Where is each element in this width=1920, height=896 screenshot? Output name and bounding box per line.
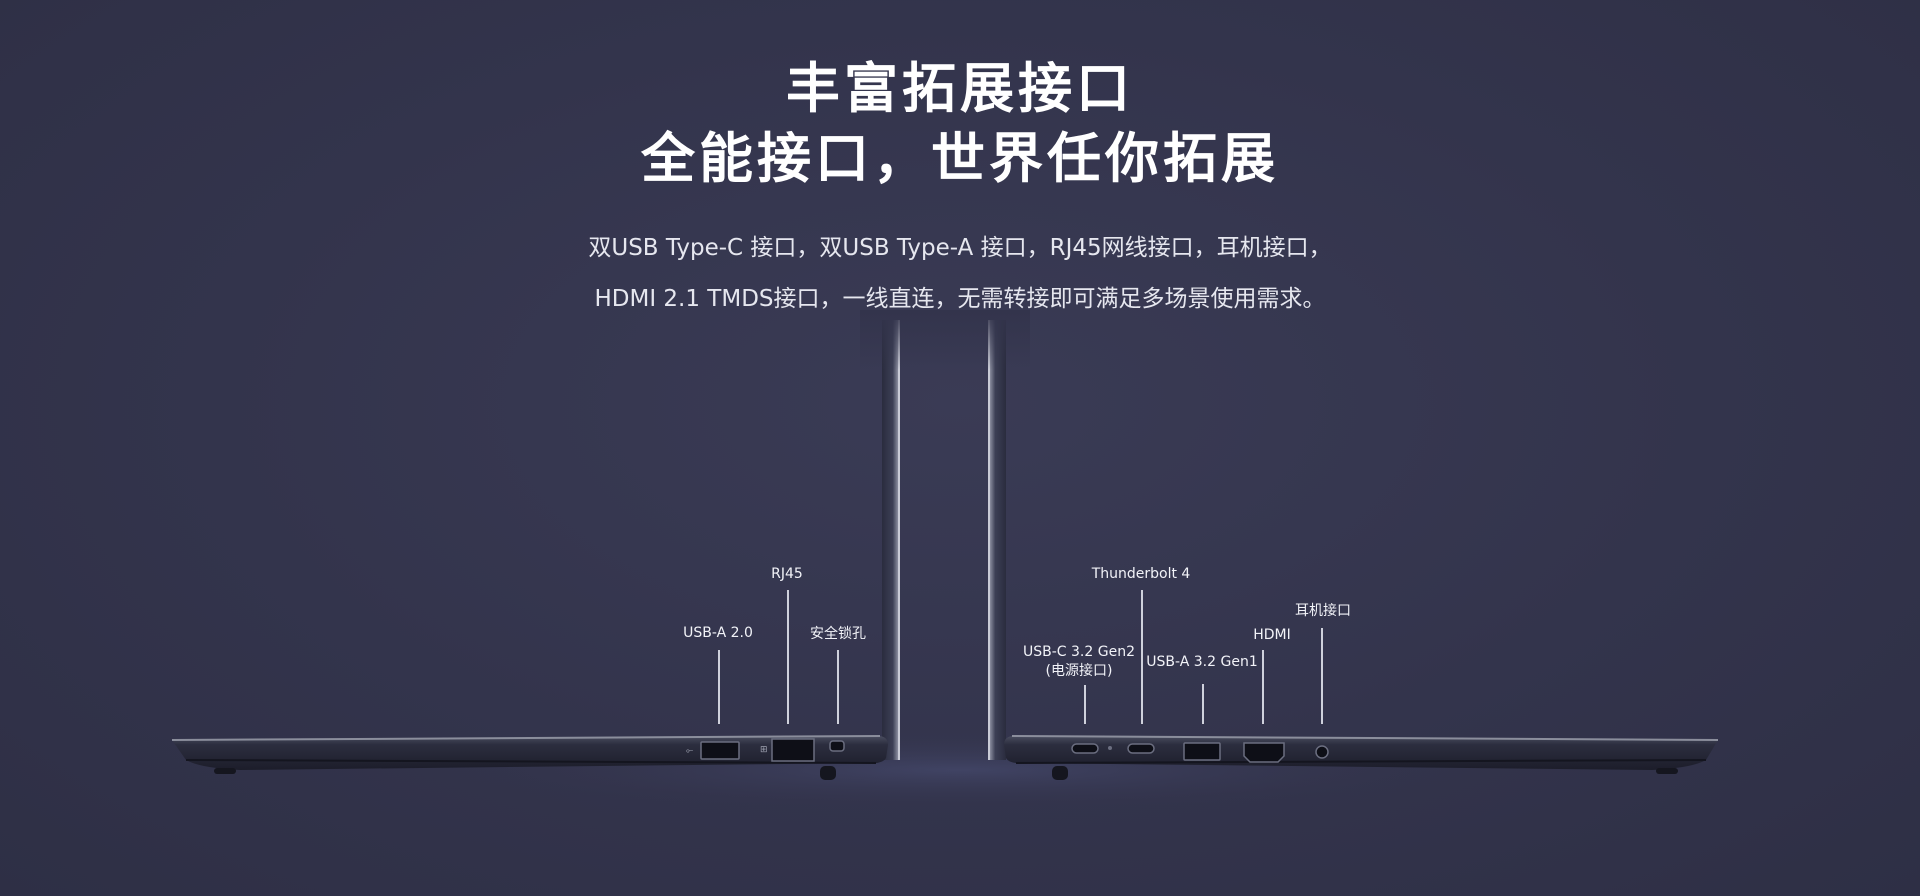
label-usb-c: USB-C 3.2 Gen2 (电源接口) — [1023, 643, 1135, 681]
usb-a-3-port-icon — [1183, 742, 1221, 761]
label-lock: 安全锁孔 — [810, 626, 866, 642]
svg-text:⟜: ⟜ — [686, 746, 693, 756]
usb-c-port-icon — [1071, 743, 1099, 754]
svg-text:⊞: ⊞ — [760, 745, 768, 755]
label-rj45: RJ45 — [771, 566, 803, 582]
rj45-port-icon — [771, 738, 815, 762]
label-thunderbolt: Thunderbolt 4 — [1091, 566, 1191, 582]
leader-thunderbolt — [1141, 590, 1143, 724]
lock-slot-icon — [829, 740, 845, 752]
headline-line2: 全能接口，世界任你拓展 — [641, 127, 1279, 190]
leader-usb-a-2 — [718, 650, 720, 724]
thunderbolt-port-icon — [1127, 743, 1155, 754]
headline-line1: 丰富拓展接口 — [786, 57, 1134, 120]
leader-headphone — [1321, 628, 1323, 724]
leader-lock — [837, 650, 839, 724]
description-line1: 双USB Type-C 接口，双USB Type-A 接口，RJ45网线接口，耳… — [588, 235, 1332, 261]
label-usb-c-line1: USB-C 3.2 Gen2 — [1023, 644, 1135, 660]
label-usb-a-2: USB-A 2.0 — [683, 625, 753, 641]
label-usb-a-3: USB-A 3.2 Gen1 — [1146, 654, 1258, 670]
label-headphone: 耳机接口 — [1295, 603, 1351, 619]
right-laptop — [988, 320, 1719, 780]
leader-hdmi — [1262, 650, 1264, 724]
headphone-jack-icon — [1315, 745, 1329, 759]
label-hdmi: HDMI — [1253, 627, 1291, 643]
usb-a-port-icon — [700, 741, 740, 760]
description-line2: HDMI 2.1 TMDS接口，一线直连，无需转接即可满足多场景使用需求。 — [594, 286, 1326, 312]
label-usb-c-line2: (电源接口) — [1045, 663, 1113, 679]
hdmi-port-icon — [1243, 742, 1285, 763]
left-laptop: ⟜ ⊞ — [171, 320, 900, 780]
leader-rj45 — [787, 590, 789, 724]
leader-usb-a-3 — [1202, 684, 1204, 724]
leader-usb-c — [1084, 685, 1086, 724]
